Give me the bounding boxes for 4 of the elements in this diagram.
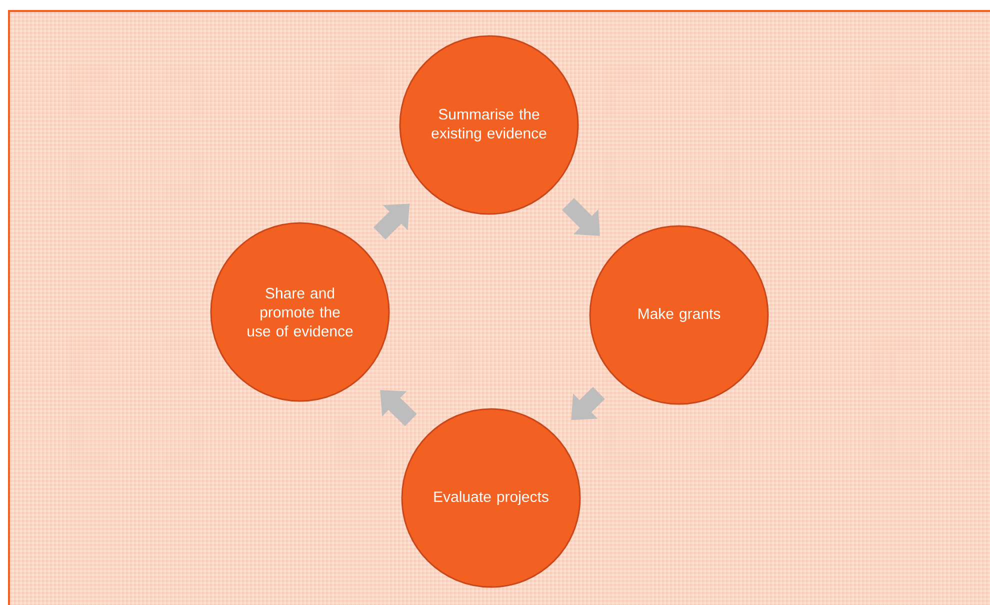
block-arrow — [562, 198, 600, 236]
block-arrow — [571, 386, 605, 420]
block-arrow — [373, 204, 410, 240]
block-arrow — [380, 390, 417, 426]
